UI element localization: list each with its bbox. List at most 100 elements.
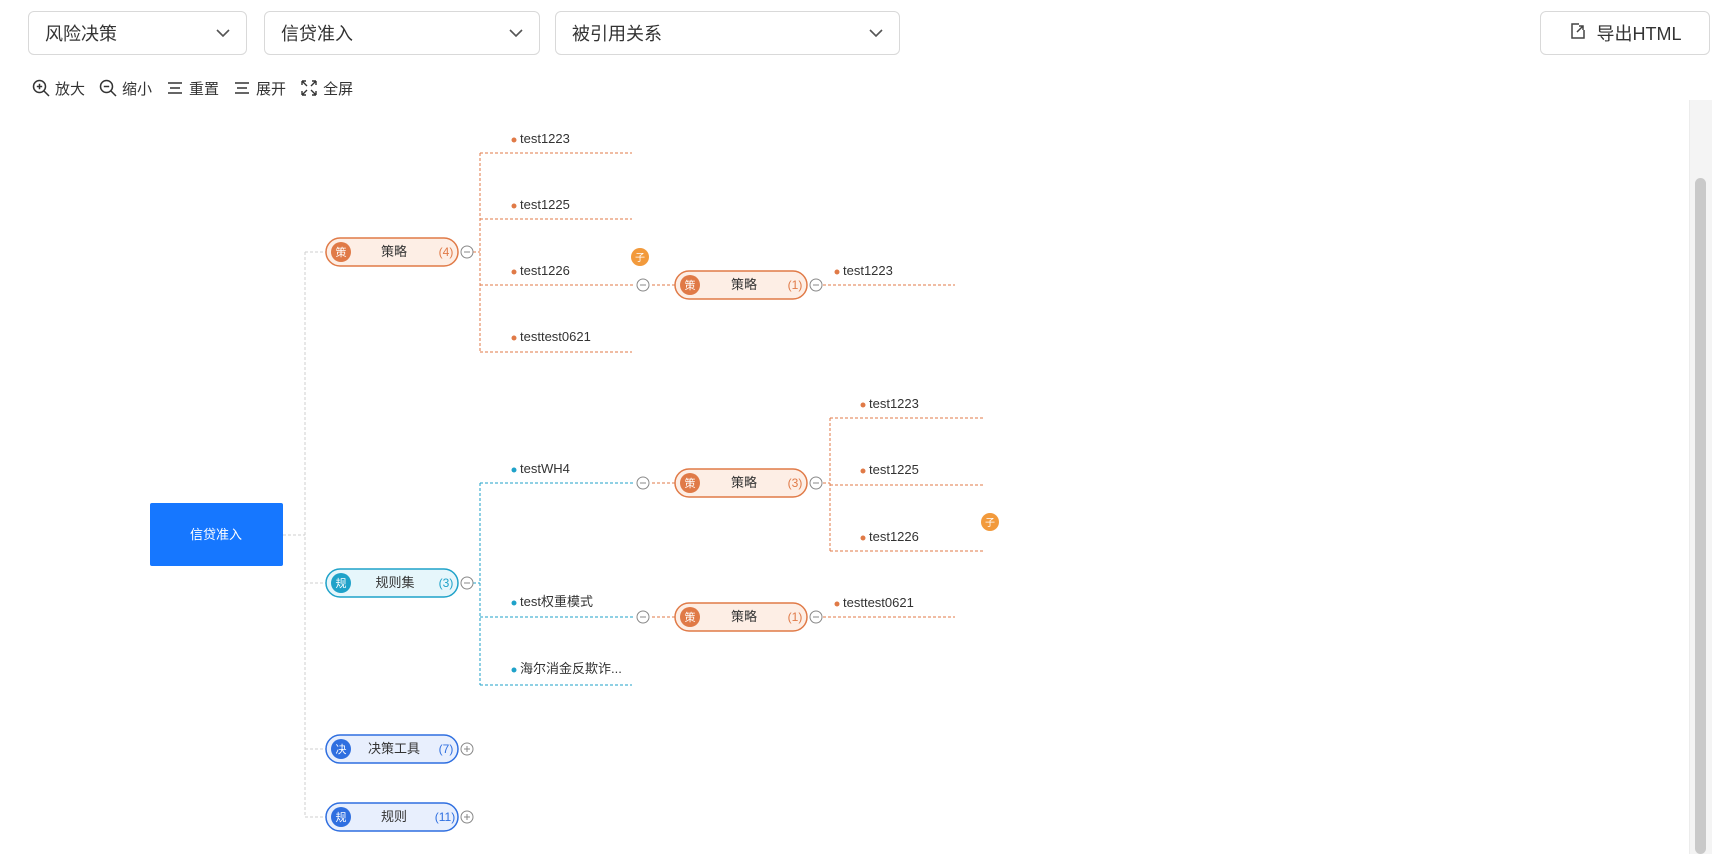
relation-graph[interactable]: 信贷准入 策 策略 (4) test1223 test1225 test1226… [0, 100, 1690, 854]
strategy-group-badge: 策 [336, 245, 347, 259]
list-item[interactable]: 海尔消金反欺诈... [511, 661, 622, 676]
sub-strategy-b-count: (3) [788, 476, 803, 490]
expand-node-icon[interactable] [460, 810, 474, 824]
ruleset-item-label: testWH4 [520, 461, 570, 476]
list-item[interactable]: testWH4 [511, 461, 570, 476]
strategy-group-node[interactable]: 策 策略 (4) [325, 237, 459, 267]
expand-label: 展开 [256, 80, 287, 98]
chevron-down-icon [507, 24, 525, 42]
strategy-connectors [473, 152, 955, 353]
sub-strategy-connectors [652, 417, 983, 618]
collapse-icon[interactable] [636, 610, 650, 624]
graph-toolbar: 放大 缩小 重置 展开 全屏 [32, 76, 353, 100]
expand-node-icon[interactable] [460, 742, 474, 756]
sub-strategy-c-badge: 策 [685, 610, 696, 624]
root-node-label: 信贷准入 [190, 527, 242, 542]
ruleset-group-count: (3) [439, 576, 454, 590]
export-html-label: 导出HTML [1596, 24, 1682, 44]
ruleset-connectors [473, 482, 633, 686]
reset-button[interactable]: 重置 [166, 78, 219, 99]
rule-group-label: 规则 [381, 809, 407, 824]
ruleset-group-node[interactable]: 规 规则集 (3) [325, 568, 459, 598]
decision-tool-group-node[interactable]: 决 决策工具 (7) [325, 734, 459, 764]
list-item[interactable]: test1225 [511, 197, 570, 212]
strategy-item-label: test1223 [520, 131, 570, 146]
rule-group-node[interactable]: 规 规则 (11) [325, 802, 459, 832]
zoom-out-icon [99, 79, 117, 97]
sub-strategy-a-count: (1) [788, 278, 803, 292]
list-item[interactable]: testtest0621 [834, 595, 914, 610]
relation-select[interactable]: 被引用关系 [555, 11, 900, 55]
ruleset-group-badge: 规 [336, 576, 347, 590]
chevron-down-icon [867, 24, 885, 42]
child-badge-label: 子 [985, 517, 995, 529]
category-select[interactable]: 风险决策 [28, 11, 247, 55]
vertical-scrollbar[interactable] [1689, 100, 1712, 854]
zoom-in-button[interactable]: 放大 [32, 78, 85, 99]
scene-select-value: 信贷准入 [281, 24, 353, 44]
sub-strategy-a-label: 策略 [731, 277, 757, 292]
sub-strategy-b-item-label: test1223 [869, 396, 919, 411]
strategy-item-label: test1226 [520, 263, 570, 278]
root-node[interactable]: 信贷准入 [150, 503, 283, 566]
category-select-value: 风险决策 [45, 24, 117, 44]
sub-strategy-a-node[interactable]: 策 策略 (1) [674, 270, 808, 300]
collapse-icon[interactable] [636, 278, 650, 292]
collapse-icon[interactable] [809, 476, 823, 490]
scene-select[interactable]: 信贷准入 [264, 11, 540, 55]
sub-strategy-c-count: (1) [788, 610, 803, 624]
export-html-button[interactable]: 导出HTML [1540, 11, 1710, 55]
decision-tool-group-count: (7) [439, 742, 454, 756]
rule-group-badge: 规 [336, 810, 347, 824]
ruleset-item-label: 海尔消金反欺诈... [520, 661, 622, 676]
zoom-out-button[interactable]: 缩小 [99, 78, 152, 99]
sub-strategy-b-badge: 策 [685, 476, 696, 490]
collapse-icon[interactable] [809, 278, 823, 292]
list-item[interactable]: test1223 [511, 131, 570, 146]
zoom-out-label: 缩小 [122, 80, 153, 98]
expand-button[interactable]: 展开 [233, 78, 286, 99]
sub-strategy-a-badge: 策 [685, 278, 696, 292]
relation-select-value: 被引用关系 [572, 24, 662, 44]
collapse-icon[interactable] [809, 610, 823, 624]
list-item[interactable]: test1223 [860, 396, 919, 411]
list-item[interactable]: test权重模式 [511, 594, 593, 609]
sub-strategy-b-item-label: test1225 [869, 462, 919, 477]
decision-tool-group-badge: 决 [336, 743, 347, 756]
reset-icon [166, 79, 184, 97]
sub-strategy-b-label: 策略 [731, 475, 757, 490]
fullscreen-label: 全屏 [323, 80, 354, 98]
strategy-group-label: 策略 [381, 244, 407, 259]
sub-strategy-c-label: 策略 [731, 609, 757, 624]
reset-label: 重置 [189, 80, 220, 98]
child-badge-label: 子 [635, 252, 645, 264]
scrollbar-thumb[interactable] [1695, 178, 1706, 854]
strategy-item-label: testtest0621 [520, 329, 591, 344]
list-item[interactable]: testtest0621 [511, 329, 591, 344]
ruleset-group-label: 规则集 [375, 575, 414, 590]
list-item[interactable]: test1225 [860, 462, 919, 477]
sub-strategy-b-node[interactable]: 策 策略 (3) [674, 468, 808, 498]
collapse-icon[interactable] [636, 476, 650, 490]
sub-strategy-b-item-label: test1226 [869, 529, 919, 544]
list-item[interactable]: test1223 [834, 263, 893, 278]
collapse-icon[interactable] [460, 245, 474, 259]
child-badge[interactable]: 子 [981, 513, 999, 531]
expand-icon [233, 79, 251, 97]
strategy-item-label: test1225 [520, 197, 570, 212]
fullscreen-button[interactable]: 全屏 [300, 78, 353, 99]
root-connectors [283, 251, 326, 818]
ruleset-item-label: test权重模式 [520, 594, 593, 609]
chevron-down-icon [214, 24, 232, 42]
export-icon [1569, 22, 1587, 45]
child-badge[interactable]: 子 [631, 248, 649, 266]
fullscreen-icon [300, 79, 318, 97]
sub-strategy-c-node[interactable]: 策 策略 (1) [674, 602, 808, 632]
decision-tool-group-label: 决策工具 [368, 741, 420, 756]
collapse-icon[interactable] [460, 576, 474, 590]
list-item[interactable]: test1226 [511, 263, 570, 278]
sub-strategy-c-item-label: testtest0621 [843, 595, 914, 610]
rule-group-count: (11) [435, 810, 455, 824]
zoom-in-icon [32, 79, 50, 97]
list-item[interactable]: test1226 [860, 529, 919, 544]
